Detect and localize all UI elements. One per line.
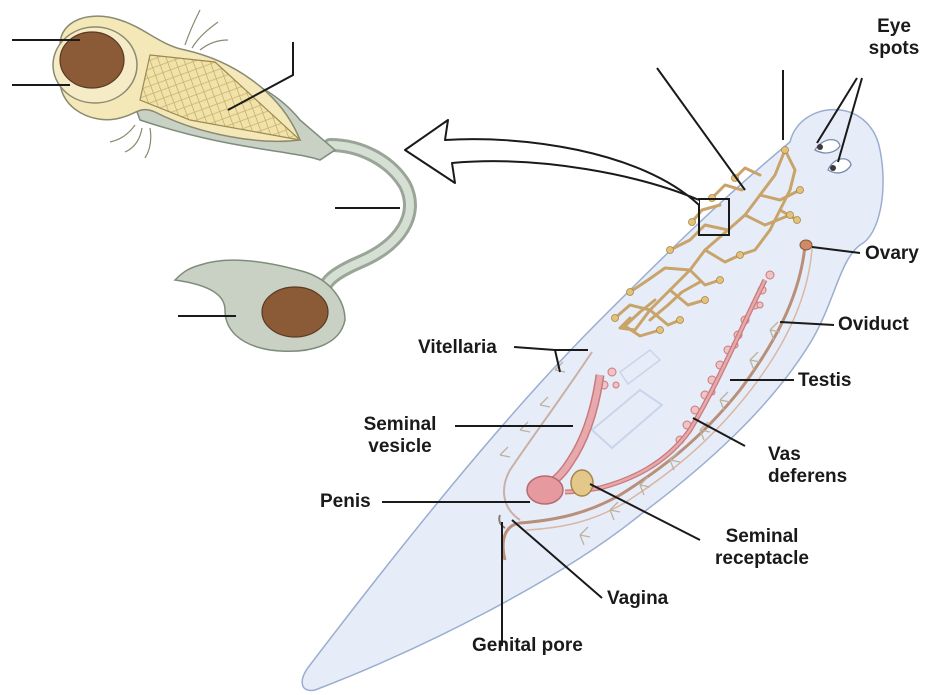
vitellaria-label: Vitellaria	[418, 337, 497, 359]
seminal-receptacle-label: Seminal receptacle	[696, 526, 828, 570]
eye-spots-label-line1: Eye	[864, 16, 924, 38]
penis-label: Penis	[320, 491, 371, 513]
ovary-label: Ovary	[865, 243, 919, 265]
eye-spots-label: Eye spots	[864, 16, 924, 60]
ovary-organ	[800, 240, 812, 250]
oviduct-label: Oviduct	[838, 314, 909, 336]
vas-deferens-label: Vas deferens	[768, 444, 847, 488]
callout-arrow	[405, 120, 699, 205]
seminal-receptacle-organ	[571, 470, 593, 496]
testis-label: Testis	[798, 370, 852, 392]
vas-deferens-label-line1: Vas	[768, 444, 847, 466]
eye-spots-label-line2: spots	[864, 38, 924, 60]
vagina-label: Vagina	[607, 588, 668, 610]
vas-deferens-label-line2: deferens	[768, 466, 847, 488]
seminal-vesicle-label-line2: vesicle	[350, 436, 450, 458]
inset-cell	[53, 10, 410, 351]
seminal-vesicle-label: Seminal vesicle	[350, 414, 450, 458]
genital-pore-label: Genital pore	[472, 635, 583, 657]
seminal-receptacle-label-line2: receptacle	[696, 548, 828, 570]
penis-organ	[527, 476, 563, 504]
seminal-vesicle-label-line1: Seminal	[350, 414, 450, 436]
seminal-receptacle-label-line1: Seminal	[696, 526, 828, 548]
